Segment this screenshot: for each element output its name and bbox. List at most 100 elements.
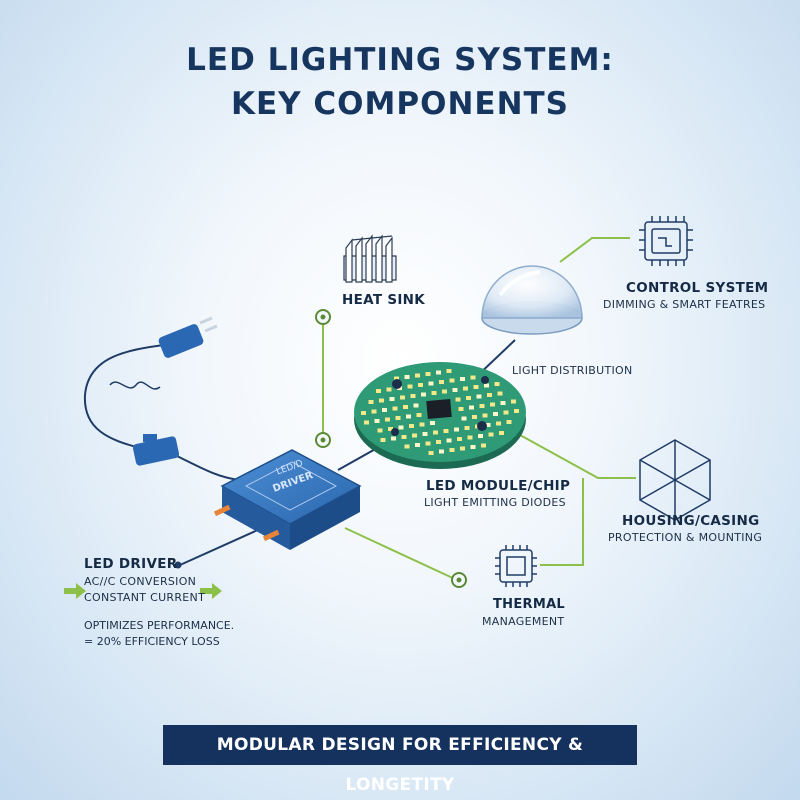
housing-label: HOUSING/CASING bbox=[622, 513, 760, 529]
control-system-desc: DIMMING & SMART FEATRES bbox=[603, 298, 766, 311]
dome-lens-icon bbox=[481, 265, 583, 335]
led-chip bbox=[503, 410, 509, 415]
control-system-label: CONTROL SYSTEM bbox=[626, 280, 769, 296]
led-chip bbox=[431, 391, 437, 395]
led-chip bbox=[449, 448, 455, 452]
led-chip bbox=[436, 370, 441, 375]
led-chip bbox=[506, 420, 512, 424]
power-plug-icon bbox=[132, 316, 218, 466]
led-chip bbox=[415, 373, 420, 378]
led-chip bbox=[472, 415, 477, 419]
heat-sink-label: HEAT SINK bbox=[342, 292, 426, 308]
led-chip bbox=[407, 384, 413, 389]
control-connector bbox=[559, 237, 630, 263]
led-chip bbox=[418, 383, 423, 387]
thermal-label-line2: MANAGEMENT bbox=[482, 615, 565, 628]
housing-cube-icon bbox=[639, 439, 711, 521]
led-chip bbox=[494, 382, 500, 386]
led-chip bbox=[464, 426, 470, 430]
led-chip bbox=[404, 375, 410, 379]
led-module-desc: LIGHT EMITTING DIODES bbox=[424, 496, 566, 509]
led-chip bbox=[377, 428, 383, 433]
led-chip bbox=[436, 440, 441, 444]
led-chip bbox=[428, 381, 434, 386]
control-chip-icon bbox=[639, 216, 693, 266]
led-chip bbox=[394, 376, 399, 381]
led-chip bbox=[484, 383, 489, 388]
led-chip bbox=[469, 405, 474, 410]
led-chip bbox=[386, 387, 392, 392]
led-chip bbox=[409, 424, 414, 428]
led-chip bbox=[410, 394, 416, 398]
led-chip bbox=[511, 399, 516, 404]
led-chip bbox=[449, 378, 455, 383]
led-chip bbox=[514, 409, 519, 413]
title-line-1: LED LIGHTING SYSTEM: bbox=[186, 42, 614, 78]
led-chip bbox=[439, 380, 444, 384]
led-chip bbox=[452, 388, 458, 392]
led-driver-note1: OPTIMIZES PERFORMANCE. bbox=[84, 619, 235, 632]
led-chip bbox=[425, 372, 431, 376]
thermal-chip-icon bbox=[495, 545, 537, 587]
led-chip bbox=[421, 392, 426, 397]
plug-to-driver-cable bbox=[174, 454, 241, 481]
led-chip bbox=[466, 396, 471, 400]
light-distribution-label: LIGHT DISTRIBUTION bbox=[512, 364, 633, 377]
footer-banner: MODULAR DESIGN FOR EFFICIENCY & LONGETIT… bbox=[163, 725, 637, 795]
led-chip bbox=[404, 444, 410, 449]
markers bbox=[315, 309, 467, 588]
led-chip bbox=[481, 443, 486, 448]
led-chip bbox=[403, 405, 408, 409]
led-chip bbox=[412, 433, 417, 438]
driver-thermal-connector bbox=[344, 527, 458, 581]
led-chip bbox=[500, 401, 506, 405]
led-chip bbox=[433, 430, 438, 435]
led-chip bbox=[416, 413, 422, 417]
led-chip bbox=[446, 438, 452, 443]
led-module-pcb-icon bbox=[354, 362, 526, 469]
led-chip bbox=[376, 389, 381, 393]
led-chip bbox=[388, 427, 393, 431]
led-driver-line2: CONSTANT CURRENT bbox=[84, 591, 206, 604]
housing-desc: PROTECTION & MOUNTING bbox=[608, 531, 763, 544]
led-chip bbox=[415, 443, 420, 447]
led-chip bbox=[392, 406, 398, 411]
led-driver-label: LED DRIVER bbox=[84, 556, 178, 572]
led-chip bbox=[457, 437, 462, 441]
housing-connector bbox=[519, 434, 636, 479]
led-chip bbox=[374, 419, 380, 423]
led-module-label: LED MODULE/CHIP bbox=[426, 478, 571, 494]
arrow-right-icon bbox=[200, 583, 222, 599]
led-chip bbox=[443, 429, 449, 433]
led-chip bbox=[430, 421, 435, 425]
led-chip bbox=[493, 412, 498, 416]
heat-sink-icon bbox=[343, 234, 397, 283]
page-title: LED LIGHTING SYSTEM: KEY COMPONENTS bbox=[0, 38, 800, 126]
led-chip bbox=[473, 385, 479, 389]
led-chip bbox=[389, 397, 395, 401]
led-chip bbox=[497, 391, 503, 396]
arrow-right-icon bbox=[64, 583, 86, 599]
led-chips bbox=[361, 369, 519, 455]
connector-lines bbox=[322, 237, 636, 581]
led-chip bbox=[400, 395, 405, 400]
led-chip bbox=[463, 386, 468, 391]
led-chip bbox=[485, 423, 491, 427]
driver-label-dot bbox=[174, 561, 182, 569]
led-chip bbox=[496, 421, 501, 426]
led-chip bbox=[406, 414, 411, 419]
led-chip bbox=[446, 369, 452, 373]
led-chip bbox=[422, 432, 428, 436]
led-chip bbox=[361, 411, 366, 415]
led-chip bbox=[371, 409, 377, 414]
led-chip bbox=[499, 431, 504, 435]
led-chip bbox=[428, 451, 434, 455]
title-line-2: KEY COMPONENTS bbox=[230, 86, 569, 122]
thermal-connector bbox=[540, 478, 584, 566]
led-chip bbox=[476, 394, 482, 399]
led-chip bbox=[479, 404, 485, 408]
led-chip bbox=[425, 441, 431, 446]
led-chip bbox=[470, 375, 476, 380]
arrow-icons bbox=[64, 583, 222, 599]
